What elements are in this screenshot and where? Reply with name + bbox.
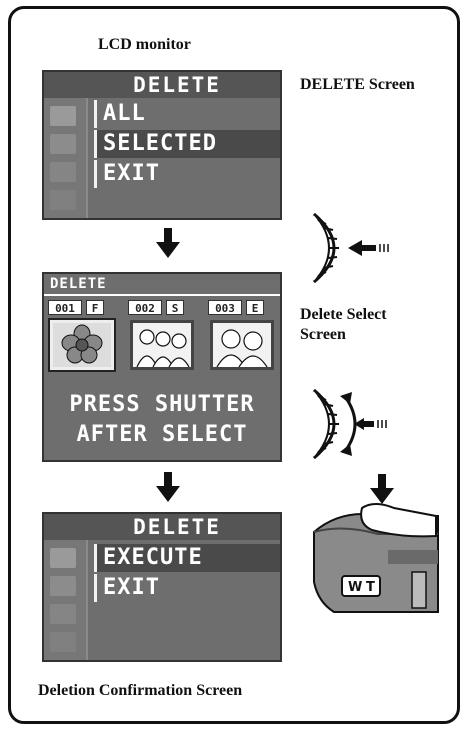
- menu-item-selected[interactable]: SELECTED: [94, 130, 280, 158]
- dial-press-icon: [313, 212, 389, 284]
- edit-mode-icon: [50, 162, 76, 182]
- deletion-confirmation-screen: DELETE EXECUTE EXIT: [42, 512, 282, 662]
- screen-title: DELETE: [44, 514, 280, 540]
- frame-number-tag: 003: [208, 300, 242, 315]
- menu-item-exit[interactable]: EXIT: [94, 160, 280, 188]
- camera-shutter-illustration: W T: [313, 503, 439, 613]
- settings-mode-icon: [50, 632, 76, 652]
- thumbnail-flower[interactable]: [48, 318, 116, 372]
- title-divider: [44, 294, 280, 296]
- delete-select-screen: DELETE 001 F 002 S 003 E: [42, 272, 282, 462]
- instruction-line-2: AFTER SELECT: [76, 422, 248, 447]
- camera-mode-icon: [50, 106, 76, 126]
- screen-title: DELETE: [44, 72, 280, 98]
- frame-code-tag: E: [246, 300, 264, 315]
- delete-screen-caption: DELETE Screen: [300, 76, 415, 93]
- deletion-confirmation-caption: Deletion Confirmation Screen: [38, 682, 243, 699]
- icon-bar: [44, 540, 88, 660]
- settings-mode-icon: [50, 190, 76, 210]
- frame-code-tag: S: [166, 300, 184, 315]
- page-frame: [8, 6, 460, 724]
- delete-menu-screen: DELETE ALL SELECTED EXIT: [42, 70, 282, 220]
- lcd-monitor-caption: LCD monitor: [98, 36, 191, 53]
- delete-select-caption-line2: Screen: [300, 326, 346, 343]
- frame-code-tag: F: [86, 300, 104, 315]
- down-arrow-icon: [156, 228, 180, 258]
- camera-mode-icon: [50, 548, 76, 568]
- menu-item-exit[interactable]: EXIT: [94, 574, 280, 602]
- zoom-t-button: T: [366, 580, 375, 595]
- thumbnail-portrait[interactable]: [210, 320, 274, 370]
- menu-item-execute[interactable]: EXECUTE: [94, 544, 280, 572]
- icon-bar: [44, 98, 88, 218]
- down-arrow-icon: [156, 472, 180, 502]
- screen-title: DELETE: [50, 276, 107, 292]
- playback-mode-icon: [50, 134, 76, 154]
- playback-mode-icon: [50, 576, 76, 596]
- dial-rotate-icon: [313, 388, 387, 460]
- people-icon: [133, 323, 191, 368]
- frame-number-tag: 001: [48, 300, 82, 315]
- press-arrow-icon: [370, 474, 394, 504]
- portrait-icon: [213, 323, 271, 368]
- instruction-line-1: PRESS SHUTTER: [69, 392, 255, 417]
- frame-number-tag: 002: [128, 300, 162, 315]
- delete-select-caption-line1: Delete Select: [300, 306, 387, 323]
- edit-mode-icon: [50, 604, 76, 624]
- zoom-w-button: W: [348, 580, 362, 595]
- flower-icon: [53, 323, 111, 367]
- thumbnail-group-photo[interactable]: [130, 320, 194, 370]
- menu-item-all[interactable]: ALL: [94, 100, 280, 128]
